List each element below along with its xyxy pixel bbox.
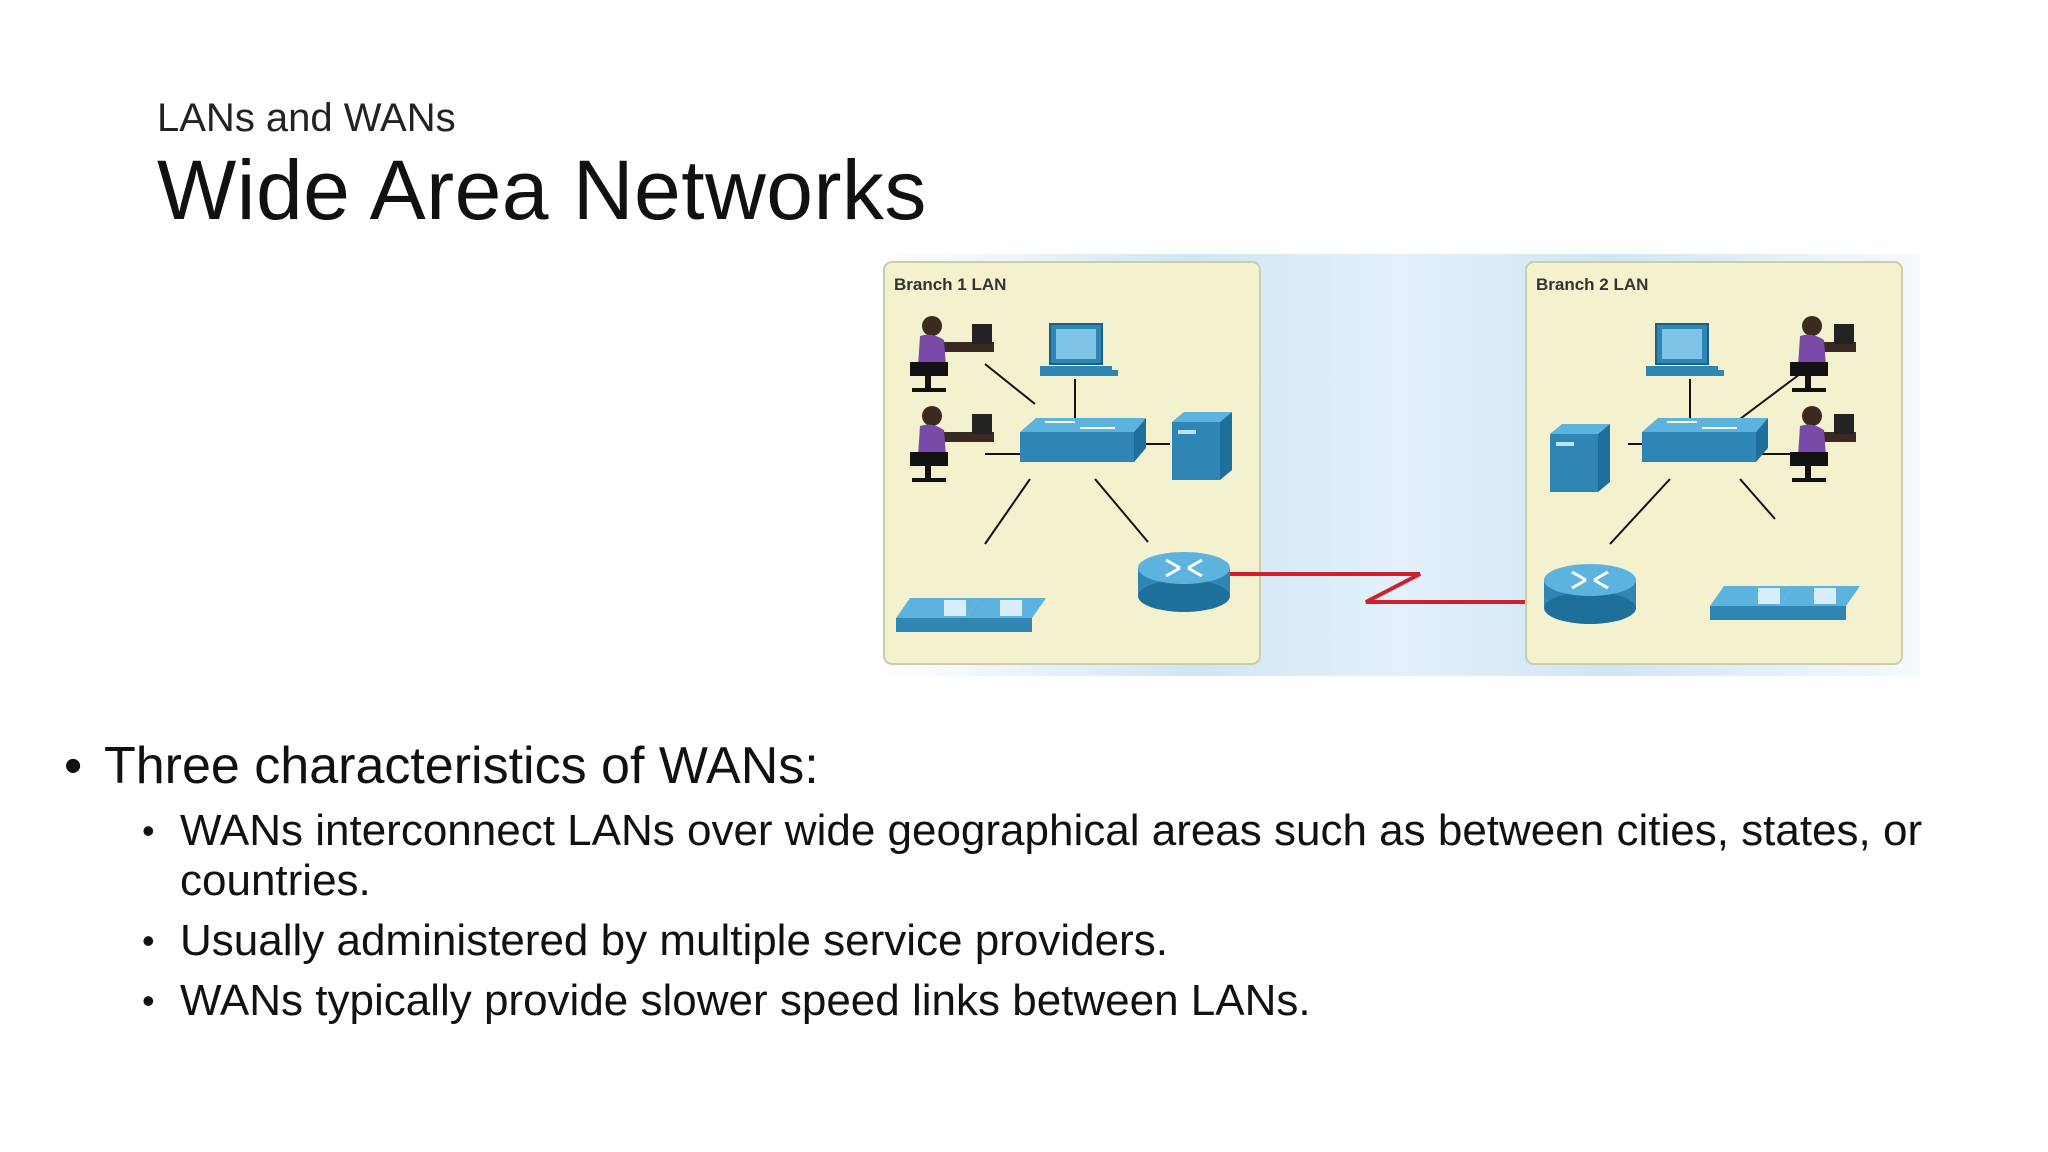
- branch2-label: Branch 2 LAN: [1536, 275, 1648, 294]
- ip-phone-icon: [1780, 586, 1860, 620]
- switch-icon: [1020, 418, 1146, 462]
- bullet-dot-icon: •: [142, 920, 155, 961]
- ip-phone-icon: [896, 598, 980, 632]
- branch1-label: Branch 1 LAN: [894, 275, 1006, 294]
- sub-bullet-list: • WANs interconnect LANs over wide geogr…: [64, 806, 1984, 1026]
- bullet-dot-icon: •: [142, 810, 155, 851]
- pc-icon: [1040, 323, 1118, 376]
- branch1-lan: Branch 1 LAN: [883, 261, 1261, 665]
- workstation-user-icon: [1790, 406, 1856, 482]
- wan-link: [1230, 572, 1554, 604]
- pc-icon: [1646, 323, 1724, 376]
- bullet-dot-icon: •: [142, 980, 155, 1021]
- switch-icon: [1642, 418, 1768, 462]
- ip-phone-icon: [966, 598, 1046, 632]
- sub-bullet-text: WANs typically provide slower speed link…: [180, 976, 1311, 1025]
- sub-bullet: • WANs typically provide slower speed li…: [142, 976, 1984, 1026]
- workstation-user-icon: [910, 316, 994, 392]
- bullet-list: • Three characteristics of WANs: • WANs …: [64, 734, 1984, 1036]
- server-icon: [1172, 412, 1232, 480]
- workstation-user-icon: [910, 406, 994, 482]
- ip-phone-icon: [1710, 586, 1794, 620]
- main-bullet-text: Three characteristics of WANs:: [104, 737, 819, 795]
- bullet-dot-icon: •: [64, 737, 83, 795]
- sub-bullet: • Usually administered by multiple servi…: [142, 916, 1984, 966]
- server-icon: [1550, 424, 1610, 492]
- router-icon: [1138, 552, 1230, 612]
- slide-subtitle: LANs and WANs: [157, 96, 456, 140]
- workstation-user-icon: [1790, 316, 1856, 392]
- wan-diagram: Branch 1 LAN: [880, 254, 1920, 676]
- sub-bullet-text: Usually administered by multiple service…: [180, 916, 1168, 965]
- sub-bullet: • WANs interconnect LANs over wide geogr…: [142, 806, 1984, 906]
- main-bullet: • Three characteristics of WANs:: [64, 734, 1984, 798]
- router-icon: [1544, 564, 1636, 624]
- branch2-lan: Branch 2 LAN: [1525, 261, 1903, 665]
- sub-bullet-text: WANs interconnect LANs over wide geograp…: [180, 806, 1923, 905]
- slide-title: Wide Area Networks: [157, 143, 927, 237]
